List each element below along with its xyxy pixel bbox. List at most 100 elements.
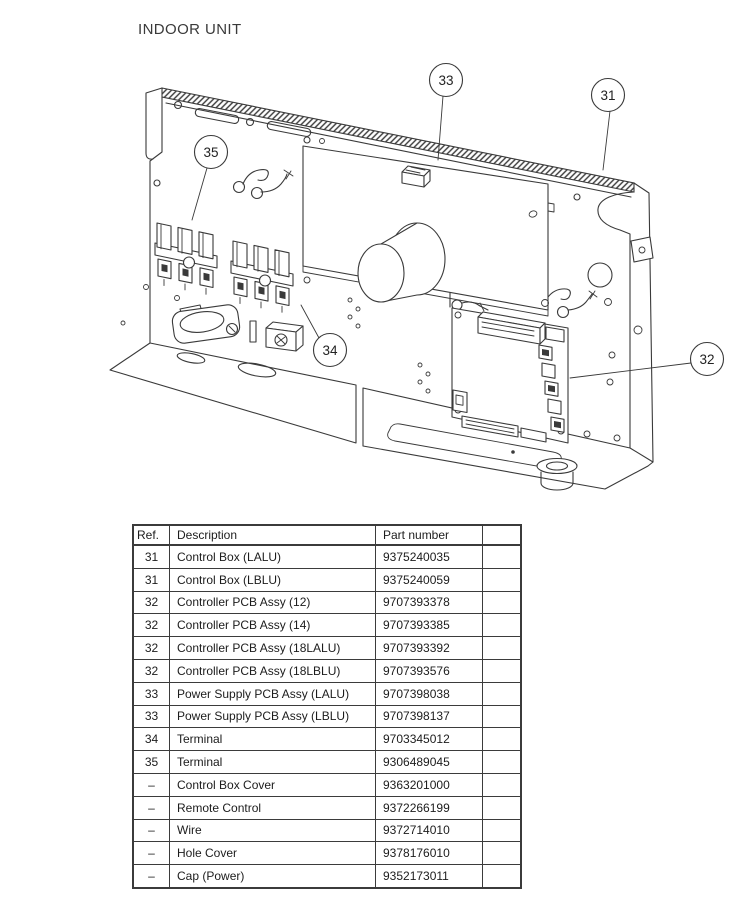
controller-pcb bbox=[451, 307, 569, 444]
empty-cell bbox=[482, 658, 522, 683]
description-cell: Power Supply PCB Assy (LBLU) bbox=[169, 704, 376, 729]
ref-cell: 34 bbox=[132, 727, 170, 752]
callout-35-bubble bbox=[193, 134, 229, 170]
description-cell: Control Box Cover bbox=[169, 772, 376, 797]
grommet-foot bbox=[536, 457, 578, 491]
part-number-cell: 9363201000 bbox=[375, 772, 483, 797]
description-cell: Controller PCB Assy (12) bbox=[169, 590, 376, 615]
description-cell: Remote Control bbox=[169, 795, 376, 820]
ref-cell: 32 bbox=[132, 658, 170, 683]
panel-slot bbox=[249, 320, 257, 343]
pcb-left-connector bbox=[452, 389, 468, 414]
part-number-cell: 9375240035 bbox=[375, 544, 483, 569]
part-number-cell: 9352173011 bbox=[375, 864, 483, 889]
callout-32-label: 32 bbox=[699, 352, 714, 367]
ground-terminal bbox=[265, 321, 304, 352]
callout-31: 31 bbox=[590, 77, 626, 113]
empty-cell bbox=[482, 727, 522, 752]
pcb-top-connector bbox=[477, 311, 565, 345]
callout-33-bubble bbox=[428, 62, 464, 98]
callout-31-label: 31 bbox=[600, 88, 615, 103]
callout-34-label: 34 bbox=[322, 343, 338, 358]
empty-cell bbox=[482, 613, 522, 638]
col-header-description: Description bbox=[169, 524, 376, 546]
terminal-block-34 bbox=[230, 240, 294, 313]
part-number-cell: 9707393392 bbox=[375, 636, 483, 660]
empty-cell bbox=[482, 772, 522, 797]
ref-cell: 31 bbox=[132, 544, 170, 569]
empty-cell bbox=[482, 795, 522, 820]
empty-cell bbox=[482, 864, 522, 889]
callout-34-bubble bbox=[312, 332, 348, 368]
empty-cell bbox=[482, 681, 522, 706]
part-number-cell: 9306489045 bbox=[375, 750, 483, 774]
pcb-connector bbox=[401, 165, 431, 188]
part-number-cell: 9703345012 bbox=[375, 727, 483, 752]
ref-cell: – bbox=[132, 841, 170, 866]
pcb-bottom-connectors bbox=[461, 415, 547, 443]
ref-cell: 31 bbox=[132, 567, 170, 592]
ref-cell: – bbox=[132, 772, 170, 797]
mounting-tab bbox=[630, 236, 654, 263]
ref-cell: 32 bbox=[132, 613, 170, 638]
description-cell: Terminal bbox=[169, 750, 376, 774]
ref-cell: – bbox=[132, 795, 170, 820]
capacitor bbox=[357, 222, 446, 303]
description-cell: Terminal bbox=[169, 727, 376, 752]
callout-32-leader bbox=[569, 362, 692, 379]
table-row: –Cap (Power)9352173011 bbox=[132, 864, 522, 889]
indoor-unit-diagram: 31 32 33 34 35 bbox=[109, 62, 725, 491]
capacitor-clamp bbox=[171, 304, 241, 344]
part-number-cell: 9707393576 bbox=[375, 658, 483, 683]
callout-31-leader bbox=[602, 110, 611, 171]
empty-cell bbox=[482, 841, 522, 866]
part-number-cell: 9707393385 bbox=[375, 613, 483, 638]
callout-35-leader bbox=[191, 167, 208, 221]
callout-31-bubble bbox=[590, 77, 626, 113]
ref-cell: 35 bbox=[132, 750, 170, 774]
ref-cell: 32 bbox=[132, 590, 170, 615]
callout-34-leader bbox=[300, 304, 320, 339]
empty-cell bbox=[482, 544, 522, 569]
ref-cell: 33 bbox=[132, 681, 170, 706]
description-cell: Control Box (LBLU) bbox=[169, 567, 376, 592]
col-header-blank bbox=[482, 524, 522, 546]
part-number-cell: 9378176010 bbox=[375, 841, 483, 866]
callout-35-label: 35 bbox=[203, 145, 218, 160]
description-cell: Controller PCB Assy (18LALU) bbox=[169, 636, 376, 660]
description-cell: Hole Cover bbox=[169, 841, 376, 866]
callout-32: 32 bbox=[689, 341, 725, 377]
pcb-side-connectors bbox=[538, 344, 565, 433]
description-cell: Wire bbox=[169, 818, 376, 843]
power-supply-pcb bbox=[302, 145, 555, 317]
bottom-shelf bbox=[109, 342, 654, 491]
empty-cell bbox=[482, 750, 522, 774]
part-number-cell: 9707398137 bbox=[375, 704, 483, 729]
table-header-row: Ref. Description Part number bbox=[132, 524, 522, 546]
col-header-part-number: Part number bbox=[375, 524, 483, 546]
part-number-cell: 9375240059 bbox=[375, 567, 483, 592]
description-cell: Controller PCB Assy (18LBLU) bbox=[169, 658, 376, 683]
description-cell: Control Box (LALU) bbox=[169, 544, 376, 569]
empty-cell bbox=[482, 704, 522, 729]
empty-cell bbox=[482, 818, 522, 843]
page-title: INDOOR UNIT bbox=[138, 21, 242, 38]
ref-cell: 33 bbox=[132, 704, 170, 729]
callout-35: 35 bbox=[193, 134, 229, 170]
ref-cell: – bbox=[132, 818, 170, 843]
panel-pilot-holes bbox=[347, 297, 431, 394]
ref-cell: 32 bbox=[132, 636, 170, 660]
